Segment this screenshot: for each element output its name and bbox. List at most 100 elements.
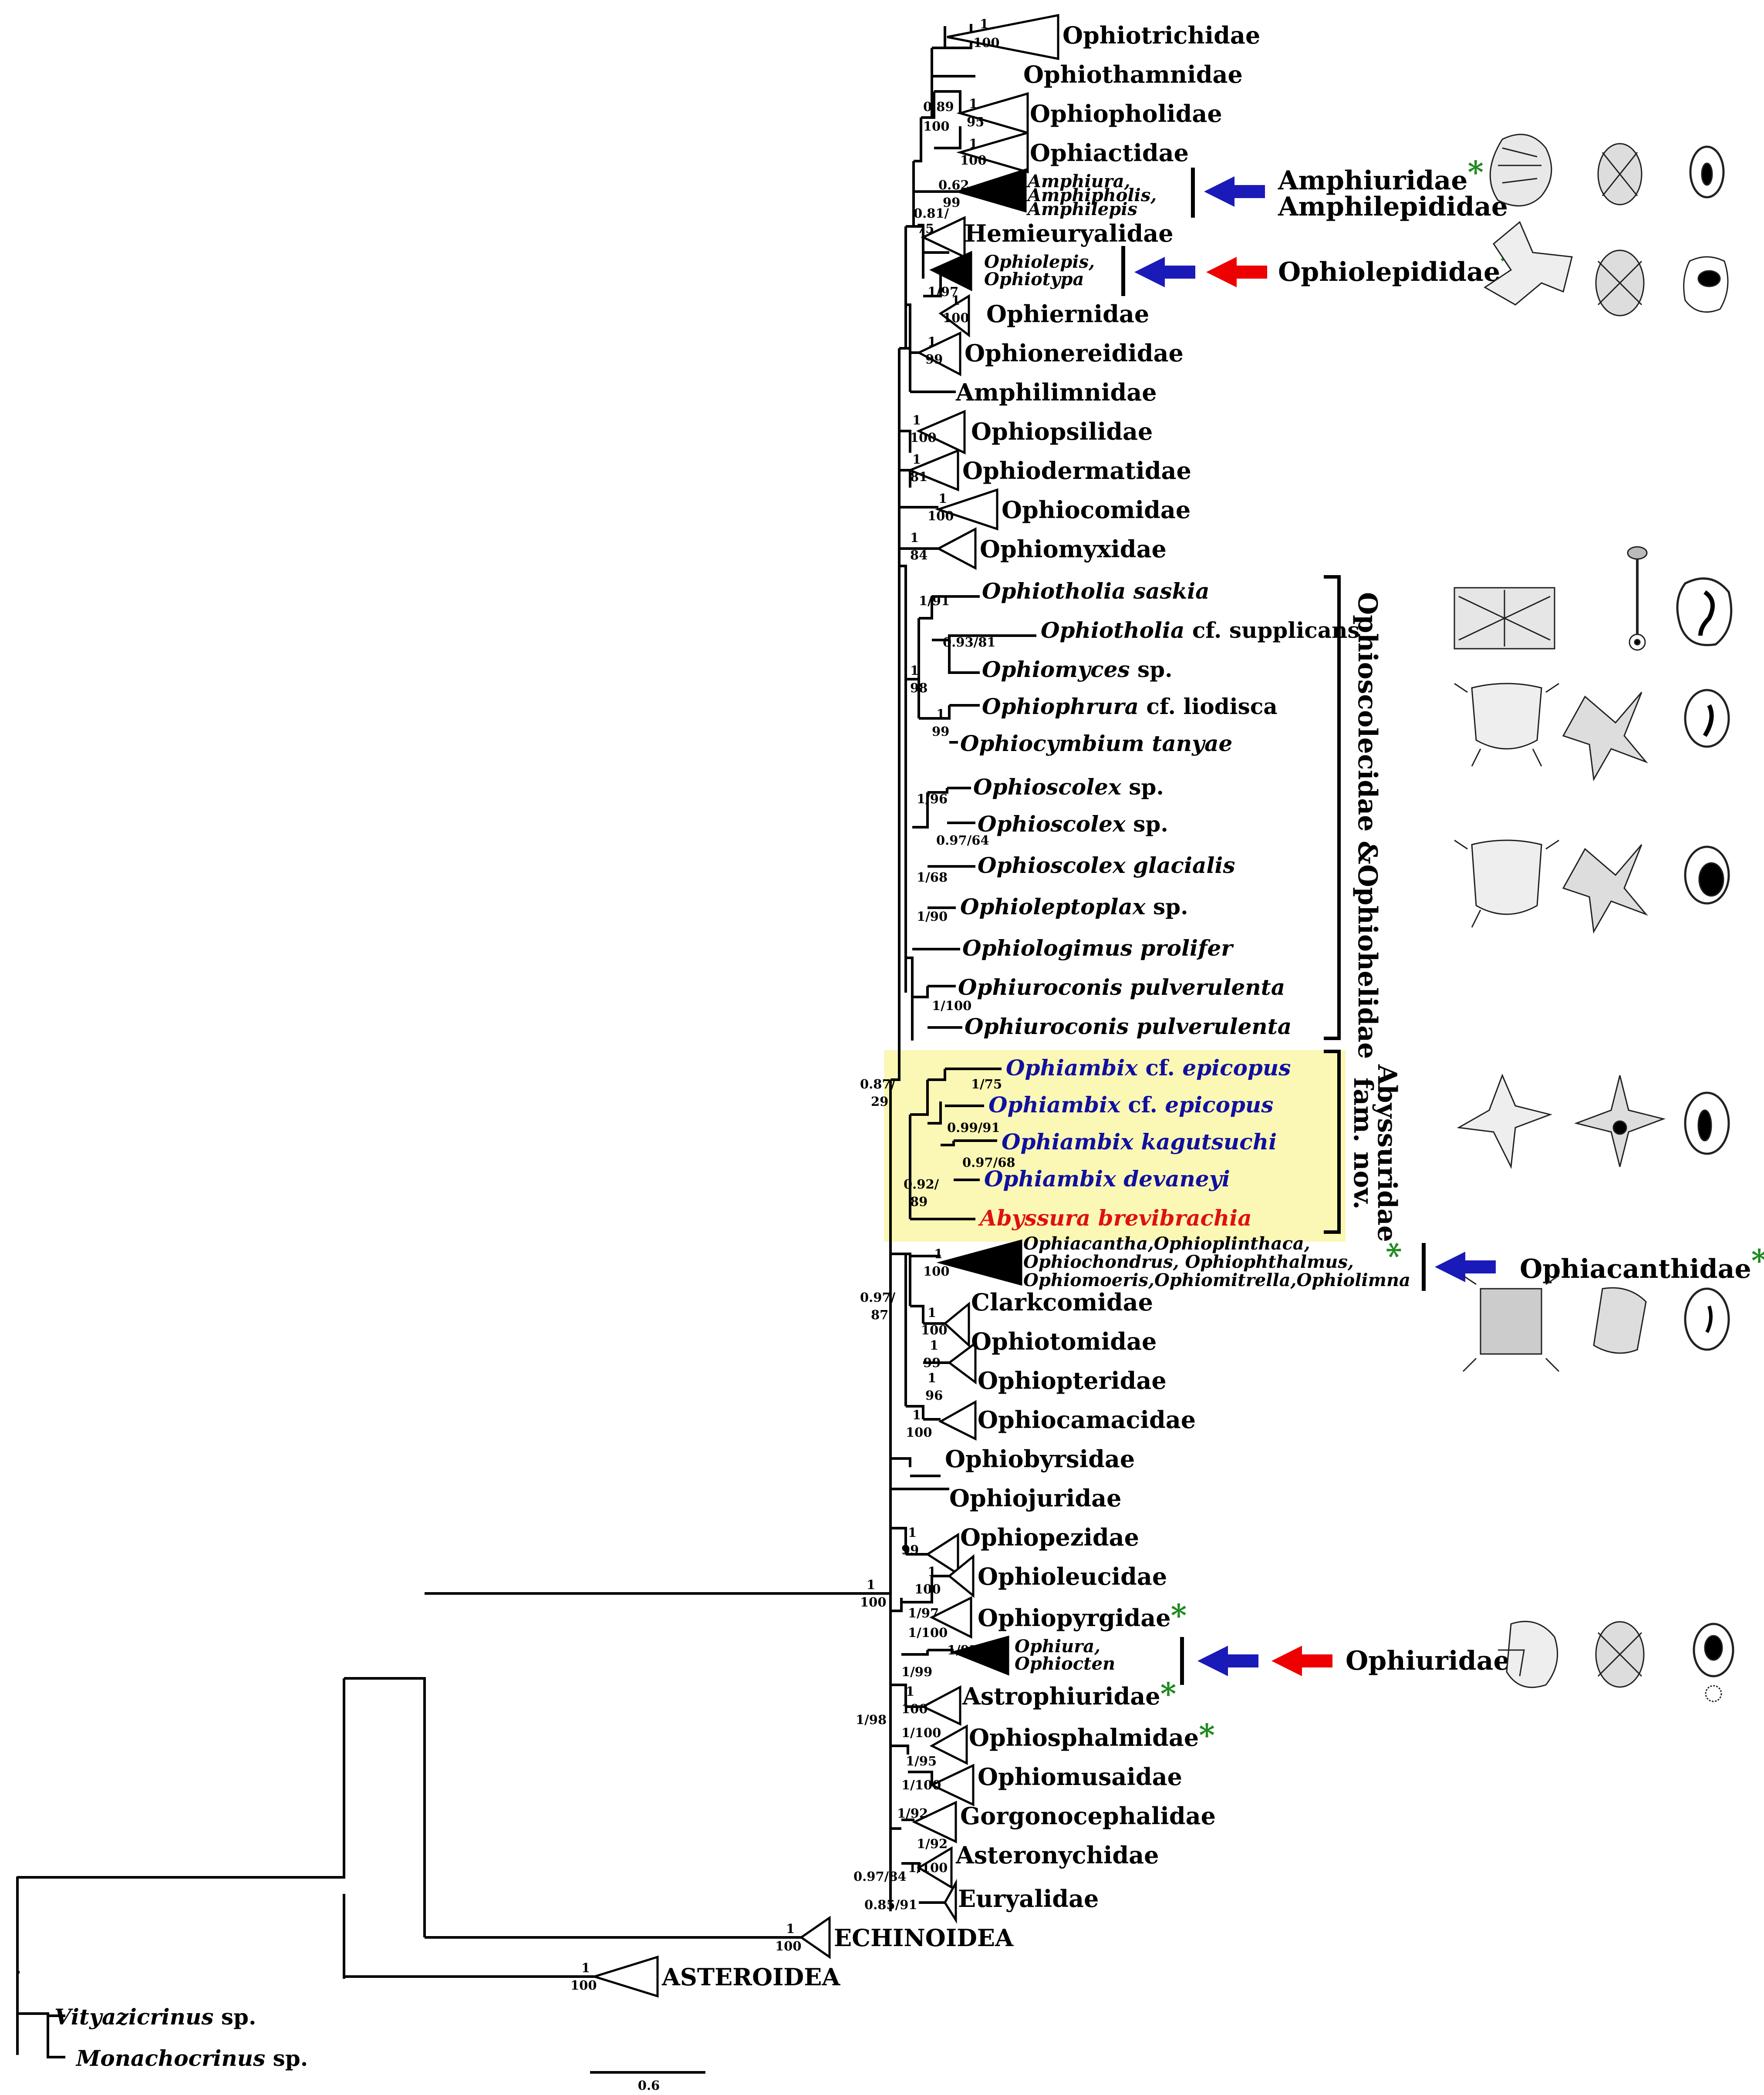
- tip-ophiophrura: Ophiophrura cf. liodisca: [982, 694, 1278, 719]
- tip-gorgonocephalidae: Gorgonocephalidae: [960, 1802, 1216, 1830]
- red-arrow-icon: [1272, 1646, 1332, 1676]
- tip-ophiura: Ophiura,: [1015, 1636, 1100, 1657]
- illustration-icon: [1562, 844, 1648, 934]
- group-bar: [1180, 1637, 1184, 1685]
- tip-ophioscolex-1: Ophioscolex sp.: [973, 774, 1164, 800]
- blue-arrow-icon: [1435, 1252, 1496, 1282]
- support-value: 1/90: [917, 909, 948, 924]
- tip-clarkcomidae: Clarkcomidae: [971, 1288, 1153, 1316]
- support-value: 1/100: [901, 1725, 941, 1740]
- support-value: 1: [906, 1684, 914, 1699]
- support-value: 0.81/: [914, 206, 949, 221]
- support-value: 1/95: [906, 1754, 937, 1768]
- support-value: 1: [912, 413, 921, 428]
- illustration-icon: [1457, 1073, 1553, 1169]
- red-arrow-icon: [1206, 257, 1267, 287]
- support-value: 1: [930, 1338, 938, 1353]
- support-value: 1/68: [917, 870, 948, 885]
- tip-ophionereididae: Ophionereididae: [965, 339, 1184, 367]
- support-value: 100: [928, 509, 954, 523]
- group-bracket: [1324, 575, 1341, 1040]
- tip-amphilimnidae: Amphilimnidae: [955, 378, 1157, 406]
- support-value: 87: [871, 1307, 888, 1322]
- support-value: 29: [871, 1094, 888, 1109]
- tip-ophiuroconis-2: Ophiuroconis pulverulenta: [965, 1014, 1292, 1039]
- illustration-icon: [1683, 256, 1729, 313]
- support-value: 100: [901, 1701, 928, 1716]
- support-value: 1/97: [908, 1606, 939, 1620]
- illustration-icon: [1454, 839, 1559, 928]
- tip-ophiopteridae: Ophiopteridae: [978, 1367, 1167, 1394]
- tip-labels: Ophiotrichidae Ophiothamnidae Ophiopholi…: [54, 21, 1410, 2071]
- tip-ophiotomidae: Ophiotomidae: [971, 1327, 1157, 1355]
- tip-ophiotholia-supplicans: Ophiotholia cf. supplicans: [1041, 617, 1360, 643]
- group-abyssuridae: Abyssuridae*: [1371, 1064, 1407, 1258]
- support-value: 0.87/: [860, 1077, 896, 1091]
- group-bar: [1121, 246, 1125, 296]
- scale-label: 0.6: [638, 2078, 660, 2093]
- tip-monachocrinus: Monachocrinus sp.: [75, 2045, 308, 2071]
- tip-ophiomyxidae: Ophiomyxidae: [980, 535, 1167, 563]
- support-value: 1: [928, 1371, 936, 1385]
- illustration-icon: [1574, 1075, 1666, 1167]
- abyssuridae-highlight: [884, 1050, 1346, 1242]
- illustration-icon: [1627, 546, 1648, 651]
- illustration-icon: [1484, 221, 1573, 306]
- support-value: 1: [969, 96, 978, 111]
- illustration-icon: [1462, 1275, 1560, 1372]
- support-value: 100: [973, 35, 1000, 50]
- support-value: 1: [910, 530, 919, 545]
- tip-abyssura-brevibrachia: Abyssura brevibrachia: [978, 1205, 1252, 1231]
- illustration-icon: [1684, 1091, 1730, 1155]
- support-value: 0.99/91: [947, 1120, 1000, 1135]
- tip-ophiambix-epicopus-1: Ophiambix cf. epicopus: [1006, 1055, 1291, 1081]
- tip-amphiura: Amphiura,: [1026, 171, 1130, 192]
- support-value: 1: [910, 663, 919, 678]
- illustration-icon: [1454, 683, 1559, 767]
- tip-ophiotrichidae: Ophiotrichidae: [1062, 21, 1260, 49]
- support-value: 100: [914, 1582, 941, 1597]
- tip-ophiambix-epicopus-2: Ophiambix cf. epicopus: [988, 1092, 1273, 1118]
- blue-arrow-icon: [1134, 257, 1195, 287]
- support-value: 0.97/68: [962, 1155, 1015, 1170]
- support-value: 100: [921, 1323, 948, 1337]
- scale-bar: 0.6: [590, 2071, 705, 2093]
- support-value: 100: [960, 153, 987, 168]
- illustration-icon: [1689, 145, 1725, 199]
- tip-ophiactidae: Ophiactidae: [1030, 139, 1189, 167]
- group-ophioscolecidae: Ophioscolecidae &Ophiohelidae: [1352, 592, 1383, 1059]
- tip-ophiopezidae: Ophiopezidae: [960, 1523, 1139, 1551]
- support-value: 1: [934, 1246, 943, 1261]
- blue-arrow-icon: [1204, 176, 1265, 207]
- support-value: 75: [917, 221, 934, 236]
- support-value: 100: [923, 119, 950, 134]
- support-value: 1: [951, 293, 960, 308]
- support-value: 0.89: [923, 99, 954, 114]
- support-value: 100: [775, 1939, 802, 1954]
- tip-ophiodermatidae: Ophiodermatidae: [962, 457, 1191, 485]
- illustration-icon: [1593, 1287, 1647, 1354]
- tip-ophioscolex-2: Ophioscolex sp.: [978, 811, 1168, 837]
- illustration-icon: [1676, 577, 1733, 647]
- collapsed-clades: [590, 13, 1059, 1998]
- support-value: 1/91: [919, 593, 950, 608]
- tip-hemieuryalidae: Hemieuryalidae: [965, 219, 1174, 247]
- tree-branches: [16, 24, 1036, 2058]
- support-value: 1/92: [897, 1806, 928, 1821]
- support-value: 98: [910, 680, 928, 695]
- tip-euryalidae: Euryalidae: [958, 1885, 1099, 1913]
- illustration-icon: [1454, 587, 1555, 650]
- tip-ophiopsilidae: Ophiopsilidae: [971, 418, 1153, 445]
- illustration-icon: [1489, 134, 1552, 207]
- group-abyssuridae-fam-nov: fam. nov.: [1348, 1078, 1378, 1209]
- tip-ophioscolex-glacialis: Ophioscolex glacialis: [978, 852, 1235, 878]
- support-value: 99: [923, 1355, 941, 1370]
- support-value: 1/98: [856, 1712, 887, 1727]
- illustration-icon: [1595, 1621, 1645, 1688]
- illustration-icon: [1562, 692, 1648, 781]
- tip-ophiosphalmidae: Ophiosphalmidae*: [969, 1717, 1215, 1753]
- support-value: 99: [932, 724, 949, 739]
- support-value: 1/100: [901, 1778, 941, 1792]
- support-value: 1/100: [908, 1625, 948, 1640]
